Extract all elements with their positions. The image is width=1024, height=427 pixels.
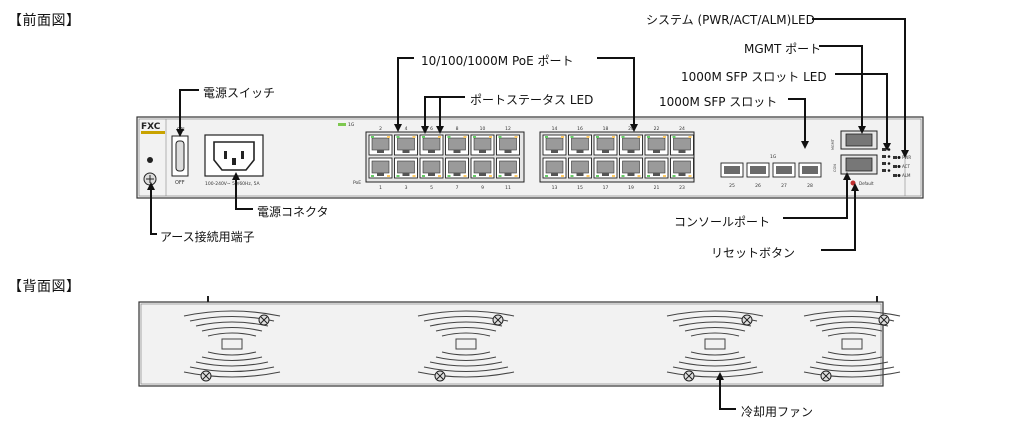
reset-button [850, 180, 856, 186]
switch-chassis [136, 116, 924, 199]
system-led-text: ALM [902, 173, 911, 178]
port-number-top: 4 [405, 126, 408, 132]
port-number-bottom: 15 [577, 185, 583, 191]
port-number-top: 20 [628, 126, 634, 132]
cooling-fan-grille [417, 310, 515, 382]
sfp-slot-led-label: 1000M SFP スロット LED [681, 70, 827, 84]
ground-terminal-label: アース接続用端子 [160, 230, 255, 244]
sfp-led [882, 148, 886, 151]
rj45-block-2-ports [542, 134, 694, 179]
system-led [897, 174, 901, 177]
power-rating-text: 100-240V~ 50/60Hz, 5A [205, 181, 261, 187]
cooling-fan-label: 冷却用ファン [741, 405, 814, 419]
switch-off-text: OFF [175, 180, 185, 186]
port-number-top: 8 [456, 126, 459, 132]
svg-text:1G: 1G [770, 154, 777, 160]
cooling-fan-grille [803, 310, 901, 382]
port-number-top: 2 [379, 126, 382, 132]
svg-text:CON: CON [833, 164, 837, 172]
rear-view-heading: 【背面図】 [8, 279, 81, 295]
rj45-block-1-ports [368, 134, 520, 179]
rear-chassis [138, 301, 884, 387]
port-number-bottom: 5 [430, 185, 433, 191]
port-number-top: 14 [552, 126, 558, 132]
port-number-top: 22 [654, 126, 660, 132]
sfp-led [882, 169, 886, 172]
svg-text:1G: 1G [348, 122, 355, 128]
console-port-label: コンソールポート [674, 215, 771, 229]
port-number-top: 12 [505, 126, 511, 132]
system-led-text: PWR [902, 155, 911, 160]
sfp-led [882, 155, 886, 158]
port-number-top: 10 [480, 126, 486, 132]
svg-text:MGMT: MGMT [831, 138, 835, 150]
ground-led [147, 157, 153, 163]
power-switch-label: 電源スイッチ [203, 86, 276, 100]
brand-underline [141, 131, 165, 134]
system-led [897, 156, 901, 159]
svg-text:Default: Default [859, 181, 874, 186]
port-number-bottom: 17 [603, 185, 609, 191]
port-number-bottom: 19 [628, 185, 634, 191]
poe-port-label: 10/100/1000M PoE ポート [421, 54, 574, 68]
power-connector-label: 電源コネクタ [257, 205, 329, 219]
port-number-bottom: 21 [654, 185, 660, 191]
reset-button-label: リセットボタン [711, 246, 796, 260]
svg-text:PoE: PoE [353, 180, 361, 186]
port-number-bottom: 7 [456, 185, 459, 191]
sfp-slot-label: 1000M SFP スロット [659, 95, 778, 109]
sfp-number: 26 [755, 183, 761, 189]
power-inlet-socket [213, 141, 255, 171]
sfp-led [882, 162, 886, 165]
port-number-bottom: 13 [552, 185, 558, 191]
port-number-bottom: 3 [405, 185, 408, 191]
sfp-number: 28 [807, 183, 813, 189]
port-number-top: 18 [603, 126, 609, 132]
cooling-fan-grille [183, 310, 281, 382]
brand-logo: FXC [141, 122, 161, 132]
mgmt-port-label: MGMT ポート [744, 42, 822, 56]
port-status-led-label: ポートステータス LED [470, 93, 594, 107]
cooling-fan-grille [666, 310, 764, 382]
system-led-label: システム (PWR/ACT/ALM)LED [646, 13, 815, 27]
power-rocker [175, 140, 185, 172]
system-led [897, 165, 901, 168]
port-number-top: 24 [679, 126, 685, 132]
port-number-top: 6 [430, 126, 433, 132]
front-view-heading: 【前面図】 [8, 13, 81, 29]
system-led-text: ACT [902, 164, 910, 169]
port-number-bottom: 23 [679, 185, 685, 191]
port-number-top: 16 [577, 126, 583, 132]
sfp-number: 25 [729, 183, 735, 189]
sfp-number: 27 [781, 183, 787, 189]
port-number-bottom: 1 [379, 185, 382, 191]
port-number-bottom: 11 [505, 185, 511, 191]
port-number-bottom: 9 [481, 185, 484, 191]
